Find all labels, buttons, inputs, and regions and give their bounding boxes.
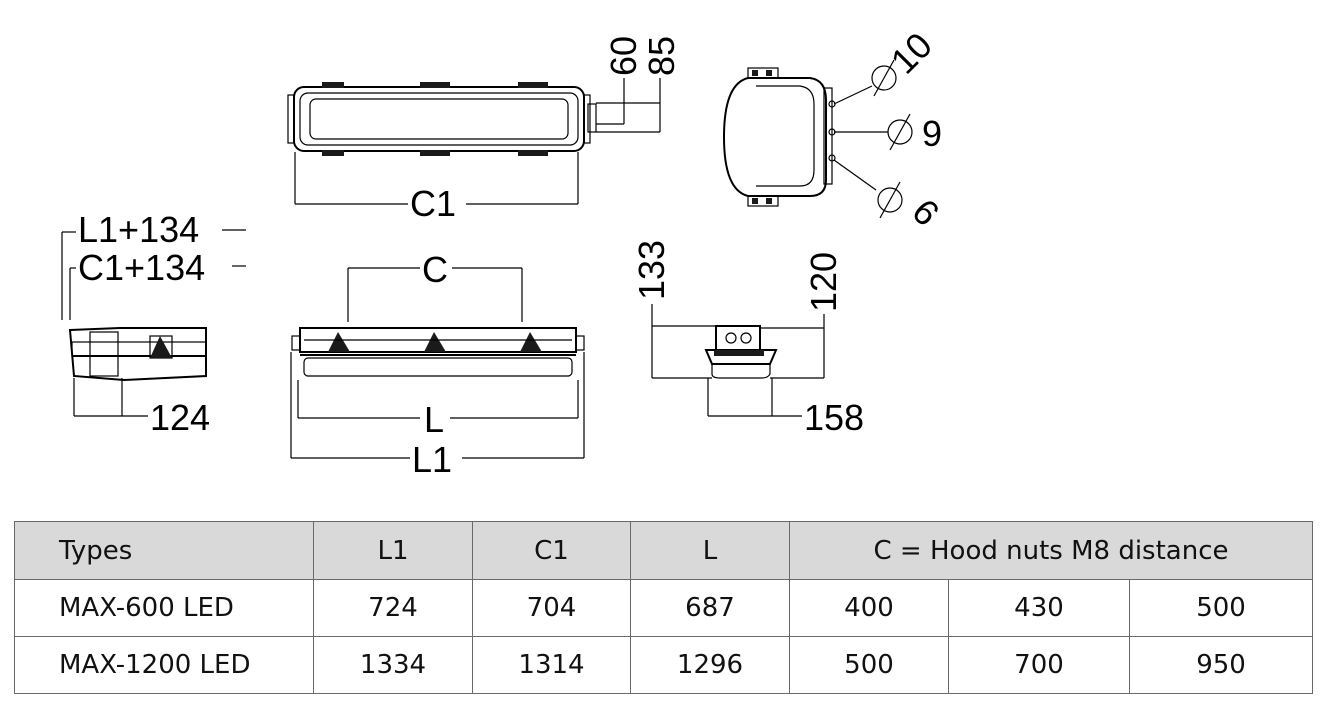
dim-6-label: 6 bbox=[904, 191, 947, 234]
dimension-158: 158 bbox=[707, 378, 864, 438]
table-row: MAX-600 LED 724 704 687 400 430 500 bbox=[14, 579, 1314, 637]
dim-10-label: 10 bbox=[883, 24, 940, 81]
dim-133-label: 133 bbox=[631, 240, 672, 300]
cell-c-1: 500 bbox=[789, 636, 949, 694]
dim-c1-134-label: C1+134 bbox=[78, 247, 205, 288]
cell-c-2: 700 bbox=[948, 636, 1130, 694]
dim-120-label: 120 bbox=[803, 252, 844, 312]
dim-85-label: 85 bbox=[641, 36, 682, 76]
cell-l1: 1334 bbox=[313, 636, 473, 694]
header-l: L bbox=[630, 521, 790, 580]
header-types: Types bbox=[14, 521, 314, 580]
dim-l1-134-label: L1+134 bbox=[78, 209, 199, 250]
dim-l-label: L bbox=[424, 399, 444, 440]
table-row: MAX-1200 LED 1334 1314 1296 500 700 950 bbox=[14, 636, 1314, 694]
dim-60-label: 60 bbox=[603, 36, 644, 76]
table-header-row: Types L1 C1 L C = Hood nuts M8 distance bbox=[14, 521, 1314, 580]
dimension-l1-134-c1-134: L1+134 C1+134 bbox=[61, 209, 246, 320]
dimensions-table: Types L1 C1 L C = Hood nuts M8 distance … bbox=[14, 521, 1314, 694]
cell-type: MAX-1200 LED bbox=[14, 636, 314, 694]
dim-c-label: C bbox=[422, 249, 448, 290]
dim-c1-label: C1 bbox=[410, 183, 456, 224]
dim-l1-label: L1 bbox=[412, 439, 452, 480]
cell-c1: 1314 bbox=[472, 636, 631, 694]
cell-c-3: 500 bbox=[1128, 579, 1314, 637]
cell-c-3: 950 bbox=[1128, 636, 1314, 694]
header-c-distance: C = Hood nuts M8 distance bbox=[788, 521, 1314, 580]
side-view-right-luminaire bbox=[704, 325, 778, 379]
dimension-c: C bbox=[347, 249, 523, 322]
cell-l1: 724 bbox=[313, 579, 473, 637]
dim-124-label: 124 bbox=[150, 397, 210, 438]
cell-l: 687 bbox=[630, 579, 790, 637]
cell-type: MAX-600 LED bbox=[14, 579, 314, 637]
dimension-l1: L1 bbox=[290, 352, 585, 480]
dimension-c1: C1 bbox=[294, 152, 579, 224]
cell-c-2: 430 bbox=[948, 579, 1130, 637]
cell-c-1: 400 bbox=[789, 579, 949, 637]
dimension-133-120: 133 120 bbox=[631, 240, 844, 379]
dim-9-label: 9 bbox=[922, 113, 942, 154]
dimension-l: L bbox=[297, 380, 579, 440]
front-view-luminaire bbox=[291, 327, 585, 377]
technical-drawing: 60 85 C1 10 9 6 bbox=[61, 24, 947, 480]
dimension-124: 124 bbox=[73, 378, 210, 438]
header-l1: L1 bbox=[313, 521, 473, 580]
side-view-small-luminaire bbox=[68, 327, 207, 382]
cell-c1: 704 bbox=[472, 579, 631, 637]
dimension-60-85: 60 85 bbox=[596, 36, 682, 133]
diameter-callouts: 10 9 6 bbox=[833, 24, 947, 234]
header-c1: C1 bbox=[472, 521, 631, 580]
cell-l: 1296 bbox=[630, 636, 790, 694]
top-view-luminaire bbox=[287, 82, 597, 156]
dim-158-label: 158 bbox=[804, 397, 864, 438]
end-view-luminaire bbox=[722, 67, 836, 207]
